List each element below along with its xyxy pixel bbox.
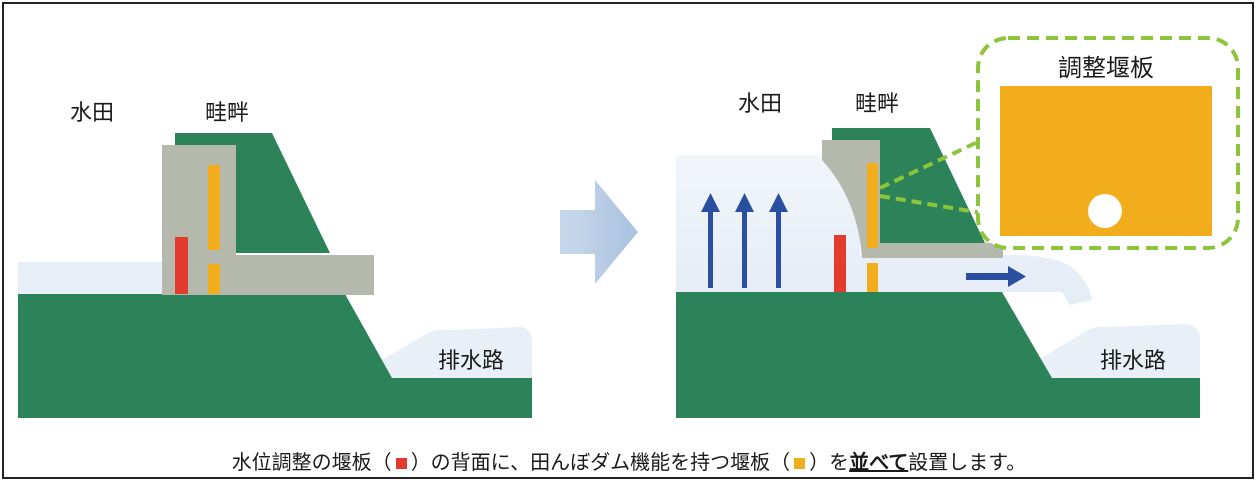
callout-title: 調整堰板 <box>1058 54 1154 82</box>
right-levee-label: 畦畔 <box>855 92 899 117</box>
right-orange-board-bottom <box>867 263 878 292</box>
caption-part3: ）を <box>809 450 850 474</box>
right-drain-water <box>1038 324 1200 378</box>
red-board-swatch <box>395 458 407 469</box>
callout-pointer-bottom <box>879 194 995 217</box>
caption: 水位調整の堰板（ ）の背面に、田んぼダム機能を持つ堰板（ ）を並べて設置します。 <box>0 446 1258 475</box>
left-drain-label: 排水路 <box>438 349 504 374</box>
board-hole <box>1088 194 1122 228</box>
left-levee-label: 畦畔 <box>205 101 249 126</box>
caption-part2: ）の背面に、田んぼダム機能を持つ堰板（ <box>410 450 791 474</box>
right-levee <box>832 128 985 243</box>
right-arrow-icon <box>560 180 638 284</box>
right-drain-label: 排水路 <box>1100 349 1166 374</box>
caption-emphasis: 並べて <box>849 450 909 474</box>
caption-part4: 設置します。 <box>908 450 1027 474</box>
orange-board-swatch <box>794 458 806 469</box>
left-red-board <box>175 237 188 294</box>
left-drain-water <box>378 327 532 378</box>
callout-pointer-top <box>879 138 983 190</box>
left-diagram: 水田 畦畔 排水路 <box>18 101 532 418</box>
left-ground <box>18 294 532 418</box>
right-orange-board-top <box>867 163 878 248</box>
right-diagram: 調整堰板 水田 畦畔 排水路 <box>676 36 1240 418</box>
right-paddy-label: 水田 <box>738 92 782 117</box>
right-red-board <box>834 235 846 292</box>
up-arrow-icon <box>701 193 788 288</box>
left-orange-board-bottom <box>208 264 220 294</box>
left-orange-board-top <box>208 165 220 250</box>
left-paddy-label: 水田 <box>70 101 114 126</box>
flow-arrow-icon <box>966 266 1026 287</box>
caption-part1: 水位調整の堰板（ <box>231 450 392 474</box>
right-ground <box>676 292 1200 418</box>
